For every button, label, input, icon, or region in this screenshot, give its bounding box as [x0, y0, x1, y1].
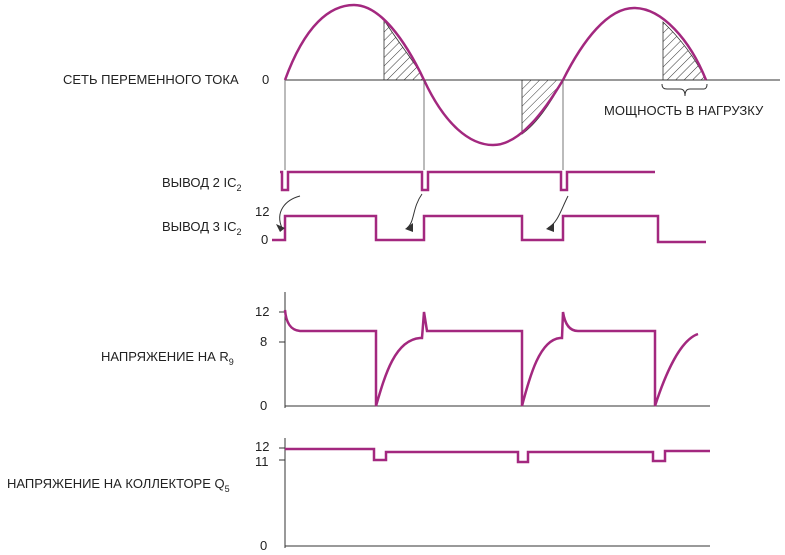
q5-tick-12-label: 12	[255, 439, 270, 454]
ac-zero-tick: 0	[262, 72, 270, 87]
ac-mains-waveform	[283, 3, 708, 147]
pin3-waveform	[272, 214, 706, 244]
ac-mains-label: СЕТЬ ПЕРЕМЕННОГО ТОКА	[63, 72, 239, 87]
load-power-region-1	[383, 18, 425, 81]
pin2-label-sub: 2	[236, 183, 242, 193]
trigger-arrow-2	[405, 193, 423, 232]
q5-tick-0-label: 0	[260, 538, 268, 553]
q5-tick-11-label: 11	[255, 454, 269, 469]
q5-label-text: НАПРЯЖЕНИЕ НА КОЛЛЕКТОРЕ Q	[7, 476, 225, 491]
load-power-brace	[661, 83, 708, 97]
r9-label: НАПРЯЖЕНИЕ НА R9	[101, 349, 234, 367]
q5-label: НАПРЯЖЕНИЕ НА КОЛЛЕКТОРЕ Q5	[7, 476, 230, 494]
q5-voltage-waveform	[285, 447, 710, 464]
r9-tick-12-label: 12	[255, 304, 270, 319]
load-power-region-3	[662, 21, 707, 81]
r9-voltage-waveform	[283, 309, 699, 407]
trigger-arrow-1	[276, 195, 301, 232]
r9-tick-0-label: 0	[260, 398, 268, 413]
r9-tick-8-label: 8	[260, 334, 268, 349]
pin2-waveform	[280, 170, 655, 192]
q5-label-sub: 5	[224, 484, 230, 494]
pin2-label: ВЫВОД 2 IC2	[162, 175, 242, 193]
trigger-arrow-3	[546, 195, 569, 232]
r9-label-sub: 9	[228, 357, 234, 367]
pin3-label-sub: 2	[236, 227, 242, 237]
pin3-tick-0: 0	[261, 232, 269, 247]
power-to-load-label: МОЩНОСТЬ В НАГРУЗКУ	[604, 103, 764, 118]
r9-label-text: НАПРЯЖЕНИЕ НА R	[101, 349, 229, 364]
pin3-label: ВЫВОД 3 IC2	[162, 219, 242, 237]
pin3-tick-12: 12	[255, 204, 270, 219]
pin2-label-text: ВЫВОД 2 IC	[162, 175, 237, 190]
pin3-label-text: ВЫВОД 3 IC	[162, 219, 237, 234]
